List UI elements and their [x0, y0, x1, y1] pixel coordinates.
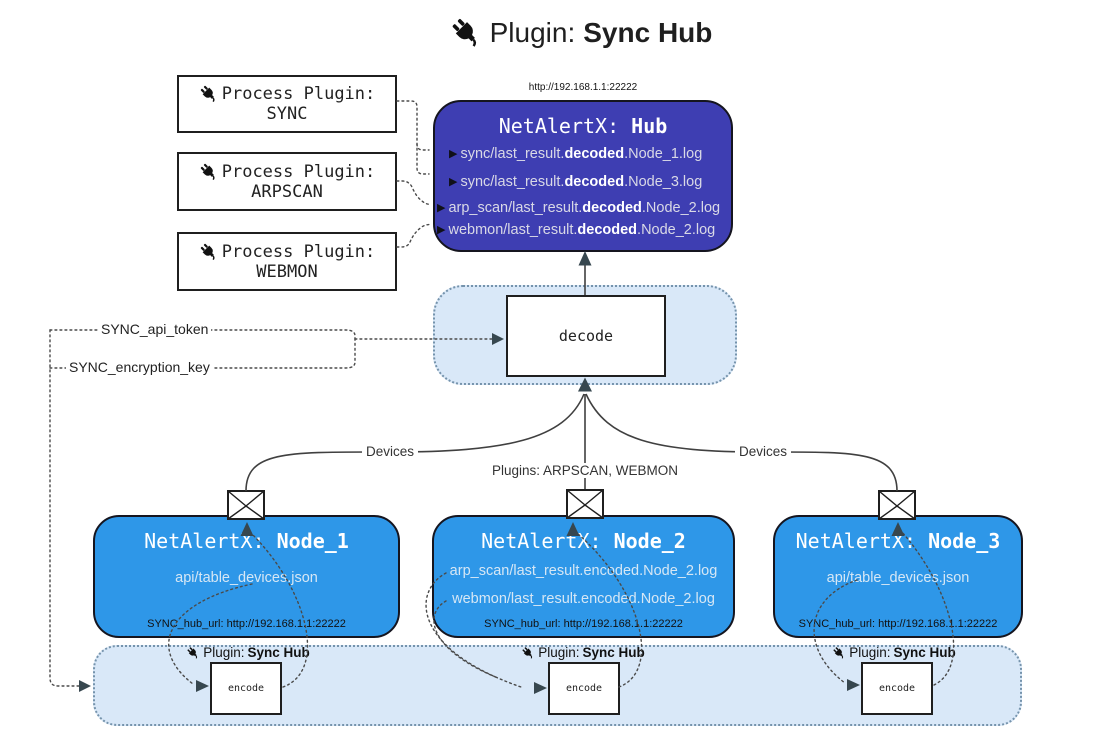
- section-label-name: Sync Hub: [893, 645, 956, 660]
- log-text: .Node_2.log: [637, 222, 716, 238]
- hub-title-prefix: NetAlertX:: [498, 114, 620, 138]
- section-label-sync-hub-3: Plugin: Sync Hub: [832, 645, 956, 660]
- node-title-name: Node_1: [276, 529, 349, 553]
- arrow-right-icon: ▶: [449, 147, 458, 160]
- node-box-node-3: NetAlertX:Node_3 api/table_devices.json …: [773, 515, 1023, 638]
- node-title-prefix: NetAlertX:: [795, 529, 917, 553]
- process-plugin-box-webmon: Process Plugin: WEBMON: [177, 232, 397, 291]
- node-file: api/table_devices.json: [175, 570, 318, 586]
- node-title-name: Node_2: [613, 529, 686, 553]
- log-text: webmon/last_result.: [448, 222, 578, 238]
- log-text-bold: decoded: [564, 174, 625, 190]
- hub-title: NetAlertX: Hub: [435, 114, 731, 138]
- section-label-prefix: Plugin:: [849, 645, 891, 660]
- plug-icon: [521, 646, 535, 660]
- arrow-right-icon: ▶: [449, 175, 458, 188]
- section-label-prefix: Plugin:: [538, 645, 580, 660]
- process-plugin-box-sync: Process Plugin: SYNC: [177, 75, 397, 133]
- log-text: arp_scan/last_result.: [448, 200, 583, 216]
- log-text: sync/last_result.: [460, 146, 565, 162]
- plug-icon: [199, 162, 219, 182]
- hub-url-label: http://192.168.1.1:22222: [528, 82, 638, 93]
- node-title-prefix: NetAlertX:: [144, 529, 265, 553]
- node-box-node-2: NetAlertX: Node_2 arp_scan/last_result.en…: [432, 515, 735, 638]
- encode-box-2: encode: [548, 662, 620, 715]
- hub-log-entry: ▶ arp_scan/last_result.decoded.Node_2.lo…: [437, 199, 729, 217]
- process-plugin-title: Process Plugin:: [221, 84, 376, 104]
- node-title: NetAlertX: Node_2: [434, 529, 733, 553]
- node-title-prefix: NetAlertX:: [481, 529, 602, 553]
- page-title: Plugin: Sync Hub: [450, 16, 713, 50]
- arrow-up-icon: [578, 251, 592, 266]
- envelope-icon: [227, 490, 265, 520]
- log-text-bold: decoded: [577, 222, 638, 238]
- edges-process-plugins-to-hub: [396, 100, 432, 248]
- hub-box: NetAlertX:Hub ▶ sync/last_result.decoded…: [433, 100, 733, 252]
- arrow-right-icon: ▶: [437, 201, 446, 214]
- process-plugin-name: ARPSCAN: [251, 181, 323, 202]
- node-title-name: Node_3: [928, 529, 1001, 553]
- log-text: .Node_3.log: [624, 174, 703, 190]
- node-title: NetAlertX: Node_1: [95, 529, 398, 553]
- arrow-right-icon: [79, 680, 91, 692]
- plug-icon: [199, 242, 219, 262]
- node-file: api/table_devices.json: [826, 570, 970, 586]
- log-text-bold: decoded: [582, 200, 642, 216]
- process-plugin-name: WEBMON: [256, 261, 318, 282]
- section-label-prefix: Plugin:: [203, 645, 245, 660]
- envelope-icon: [878, 490, 916, 520]
- section-label-name: Sync Hub: [582, 645, 645, 660]
- hub-log-entry: ▶ sync/last_result.decoded.Node_3.log: [437, 173, 729, 191]
- decode-box: decode: [506, 295, 666, 377]
- node-file: arp_scan/last_result.encoded.Node_2.log: [449, 563, 718, 579]
- process-plugin-box-arpscan: Process Plugin: ARPSCAN: [177, 152, 397, 211]
- log-text-bold: decoded: [564, 146, 625, 162]
- section-label-sync-hub-2: Plugin: Sync Hub: [521, 645, 645, 660]
- hub-title-name: Hub: [631, 114, 668, 138]
- node-hub-url: SYNC_hub_url: http://192.168.1.1:22222: [484, 618, 683, 630]
- node-file: webmon/last_result.encoded.Node_2.log: [452, 591, 715, 607]
- plug-icon: [199, 84, 219, 104]
- sync-api-token-label: SYNC_api_token: [98, 321, 212, 337]
- node-box-node-1: NetAlertX:Node_1 api/table_devices.json …: [93, 515, 400, 638]
- node-hub-url: SYNC_hub_url: http://192.168.1.1:22222: [798, 618, 998, 630]
- plug-icon: [450, 16, 484, 50]
- node-title: NetAlertX: Node_3: [775, 529, 1021, 553]
- log-text: sync/last_result.: [460, 174, 565, 190]
- envelope-icon: [566, 489, 604, 519]
- hub-log-entry: ▶ webmon/last_result.decoded.Node_2.log: [437, 221, 729, 239]
- node-hub-url: SYNC_hub_url: http://192.168.1.1:22222: [147, 618, 346, 630]
- process-plugin-name: SYNC: [266, 104, 308, 124]
- encode-box-3: encode: [861, 662, 933, 715]
- encode-box-1: encode: [210, 662, 282, 715]
- arrow-right-icon: ▶: [437, 223, 446, 236]
- process-plugin-title: Process Plugin:: [221, 161, 376, 182]
- plug-icon: [186, 646, 200, 660]
- plug-icon: [832, 646, 846, 660]
- log-text: .Node_1.log: [624, 146, 703, 162]
- sync-encryption-key-label: SYNC_encryption_key: [66, 359, 213, 375]
- edge-settings-to-band: [49, 329, 80, 687]
- page-title-name: Sync Hub: [583, 17, 713, 48]
- page-title-prefix: Plugin:: [489, 17, 576, 48]
- plugins-label: Plugins: ARPSCAN, WEBMON: [487, 463, 683, 478]
- devices-label-left: Devices: [361, 444, 419, 459]
- process-plugin-title: Process Plugin:: [221, 241, 376, 262]
- log-text: .Node_2.log: [641, 200, 721, 216]
- hub-log-entry: ▶ sync/last_result.decoded.Node_1.log: [437, 145, 729, 163]
- section-label-sync-hub-1: Plugin: Sync Hub: [186, 645, 310, 660]
- devices-label-right: Devices: [734, 444, 792, 459]
- section-label-name: Sync Hub: [247, 645, 310, 660]
